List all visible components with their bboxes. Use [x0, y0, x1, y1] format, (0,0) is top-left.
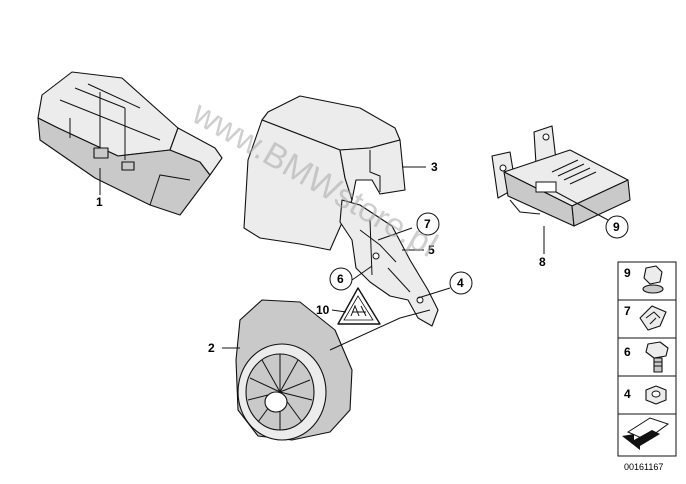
part-10-warning-label[interactable] [337, 287, 381, 325]
spring-clip-icon[interactable] [639, 305, 667, 331]
leader-6 [351, 265, 373, 281]
panel-number-6: 6 [624, 345, 631, 359]
callout-6: 6 [337, 272, 344, 286]
panel-number-9: 9 [624, 266, 631, 280]
hex-flange-nut-icon[interactable] [642, 265, 664, 294]
callout-10: 10 [316, 303, 330, 317]
diagram-code: 00161167 [624, 462, 663, 472]
callout-2: 2 [208, 341, 215, 355]
part-2-alarm-siren[interactable] [235, 299, 431, 441]
callout-7-circle [416, 212, 440, 236]
callout-7: 7 [424, 217, 431, 231]
panel-number-7: 7 [624, 304, 631, 318]
callout-1: 1 [96, 195, 103, 209]
hex-bolt-icon[interactable] [645, 341, 669, 373]
callout-3: 3 [431, 160, 438, 174]
module-connector [535, 159, 597, 193]
callout-9: 9 [613, 220, 620, 234]
callout-9-circle [605, 215, 629, 239]
callout-4: 4 [457, 276, 464, 290]
leader-9 [555, 191, 609, 221]
hardware-panel: 9 7 6 4 [617, 261, 677, 457]
part-8-control-module[interactable] [491, 125, 631, 227]
callout-6-circle [329, 267, 353, 291]
callout-5: 5 [428, 243, 435, 257]
part-1-module-bracket[interactable] [37, 71, 223, 216]
callout-8: 8 [539, 255, 546, 269]
leader-4 [417, 287, 451, 299]
callout-4-circle [449, 271, 473, 295]
leader-7 [377, 227, 413, 241]
hex-nut-icon[interactable] [645, 385, 667, 405]
part-3-cover[interactable] [243, 95, 406, 251]
panel-number-4: 4 [624, 387, 631, 401]
direction-arrow-icon [622, 417, 670, 450]
leader-10 [331, 309, 347, 313]
